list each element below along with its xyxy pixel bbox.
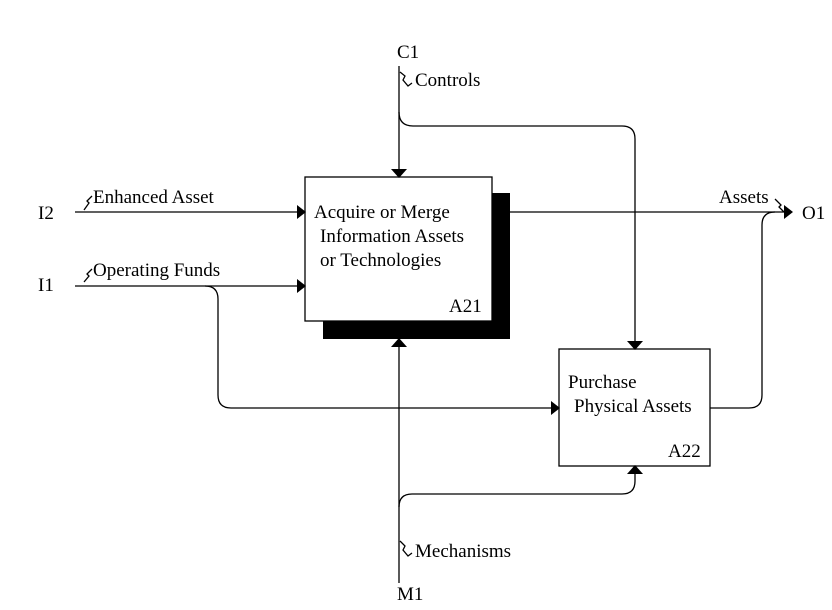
m1-squiggle <box>399 540 413 557</box>
a22-title-line-2: Physical Assets <box>574 396 692 417</box>
a21-box[interactable] <box>304 176 493 322</box>
i1-squiggle <box>83 268 93 283</box>
i1-code: I1 <box>38 275 54 296</box>
i2-arrowhead <box>297 205 306 219</box>
c1-code: C1 <box>397 42 419 63</box>
i2-label: Enhanced Asset <box>93 187 215 208</box>
i1-arrow-to-a22 <box>204 285 551 409</box>
m1-arrow-to-a22 <box>398 474 636 508</box>
a21-title-line-3: or Technologies <box>320 250 441 271</box>
o1-squiggle <box>774 198 785 213</box>
i1-arrowhead-a22 <box>551 401 560 415</box>
a22-node-number: A22 <box>668 441 701 462</box>
c1-arrow-to-a22 <box>398 111 636 341</box>
m1-arrowhead-a22 <box>627 465 643 474</box>
o1-arrow-from-a22 <box>710 211 776 409</box>
a22-title-line-1: Purchase <box>568 372 637 393</box>
a21-title-line-1: Acquire or Merge <box>314 202 450 223</box>
i1-label: Operating Funds <box>93 260 220 281</box>
o1-label: Assets <box>719 187 769 208</box>
i2-squiggle <box>83 195 93 211</box>
c1-arrowhead-a22 <box>627 341 643 350</box>
c1-arrowhead-a21 <box>391 169 407 178</box>
m1-arrowhead-a21 <box>391 338 407 347</box>
m1-label: Mechanisms <box>415 541 511 562</box>
a21-node-number: A21 <box>449 296 482 317</box>
i2-code: I2 <box>38 203 54 224</box>
i1-arrowhead-a21 <box>297 279 306 293</box>
c1-squiggle <box>399 71 413 87</box>
c1-label: Controls <box>415 70 480 91</box>
a21-title-line-2: Information Assets <box>320 226 464 247</box>
o1-arrowhead <box>784 205 793 219</box>
o1-code: O1 <box>802 203 825 224</box>
m1-code: M1 <box>397 584 423 605</box>
